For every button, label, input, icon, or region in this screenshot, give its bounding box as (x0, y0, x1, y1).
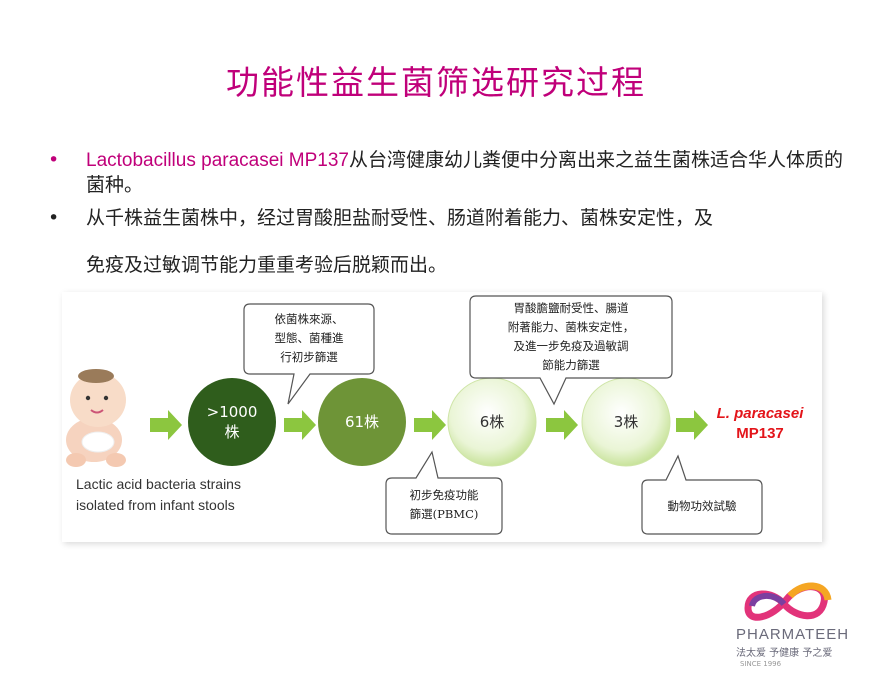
screening-process-diagram: >1000 株 61株 6株 3株 L. paracasei MP137 依菌株… (62, 292, 822, 542)
circle-1000 (188, 378, 276, 466)
bullet-1-text: 从台湾健康幼儿粪便中分离出来之益生菌株适合华人体质的菌种。 (86, 149, 844, 196)
bubble-top-1-line-2: 型態、菌種進 (274, 331, 344, 345)
bubble-bottom-1-line-1: 初步免疫功能 (409, 488, 479, 502)
final-strain-species: L. paracasei (716, 405, 804, 422)
pharmateeh-logo: PHARMATEEH 法太爱 予健康 予之爱 SINCE 1996 (728, 574, 868, 674)
bubble-bottom-2-text: 動物功效試驗 (644, 497, 760, 516)
page-title: 功能性益生菌筛选研究过程 (226, 63, 646, 102)
source-caption-line-1: Lactic acid bacteria strains (76, 476, 241, 492)
arrow-3 (414, 410, 446, 440)
diagram-graphics (66, 295, 763, 535)
bullet-dot-2: • (48, 207, 60, 229)
bubble-top-2-text: 胃酸膽鹽耐受性、腸道 附著能力、菌株安定性， 及進一步免疫及過敏調 節能力篩選 (472, 299, 670, 375)
final-strain-code: MP137 (736, 425, 784, 442)
final-strain-label: L. paracasei MP137 (702, 404, 818, 444)
bubble-top-2-line-1: 胃酸膽鹽耐受性、腸道 (513, 301, 629, 315)
circle-61-label: 61株 (344, 413, 380, 431)
bubble-bottom-1 (385, 450, 503, 535)
arrow-5 (676, 410, 708, 440)
bubble-top-1-line-3: 行初步篩選 (280, 350, 338, 364)
circle-1000-label: >1000 株 (188, 402, 276, 442)
bullet-item-1: • Lactobacillus paracasei MP137从台湾健康幼儿粪便… (48, 148, 848, 198)
bullet-item-2: • 从千株益生菌株中，经过胃酸胆盐耐受性、肠道附着能力、菌株安定性，及 免疫及过… (48, 206, 848, 278)
bubble-top-1 (243, 303, 375, 405)
circle-1000-line-2: 株 (224, 423, 240, 441)
bubble-bottom-1-text: 初步免疫功能 篩選(PBMC) (388, 486, 500, 524)
circle-6-label: 6株 (479, 413, 505, 431)
bubble-top-1-line-1: 依菌株來源、 (274, 312, 344, 326)
bubble-top-2-line-4: 節能力篩選 (542, 358, 600, 372)
bubble-bottom-2-line-1: 動物功效試驗 (667, 499, 737, 513)
arrow-4 (546, 410, 578, 440)
bullet-list: • Lactobacillus paracasei MP137从台湾健康幼儿粪便… (48, 148, 848, 278)
circle-1000-line-1: >1000 (206, 403, 258, 421)
logo-since: SINCE 1996 (740, 660, 782, 668)
bullet-2-line-2: 免疫及过敏调节能力重重考验后脱颖而出。 (86, 254, 448, 276)
bubble-bottom-1-line-2: 篩選(PBMC) (409, 507, 479, 521)
bubble-top-2 (469, 295, 673, 406)
bubble-top-1-text: 依菌株來源、 型態、菌種進 行初步篩選 (246, 310, 372, 367)
bullet-1-latin-name: Lactobacillus paracasei MP137 (86, 150, 349, 171)
bubble-top-2-line-2: 附著能力、菌株安定性， (507, 320, 635, 334)
circle-3-label: 3株 (613, 413, 639, 431)
bubble-bottom-2 (641, 454, 763, 535)
bubble-top-2-line-3: 及進一步免疫及過敏調 (513, 339, 629, 353)
circle-61 (318, 378, 406, 466)
infinity-logo-icon (744, 582, 832, 621)
bullet-dot-1: • (48, 149, 60, 171)
arrow-2 (284, 410, 316, 440)
baby-icon (66, 369, 126, 467)
logo-tagline: 法太爱 予健康 予之爱 (736, 648, 833, 659)
arrow-1 (150, 410, 182, 440)
source-caption: Lactic acid bacteria strains isolated fr… (76, 474, 276, 516)
logo-brand-name: PHARMATEEH (736, 626, 850, 643)
bullet-2-line-1: 从千株益生菌株中，经过胃酸胆盐耐受性、肠道附着能力、菌株安定性，及 (86, 207, 714, 229)
source-caption-line-2: isolated from infant stools (76, 497, 235, 513)
